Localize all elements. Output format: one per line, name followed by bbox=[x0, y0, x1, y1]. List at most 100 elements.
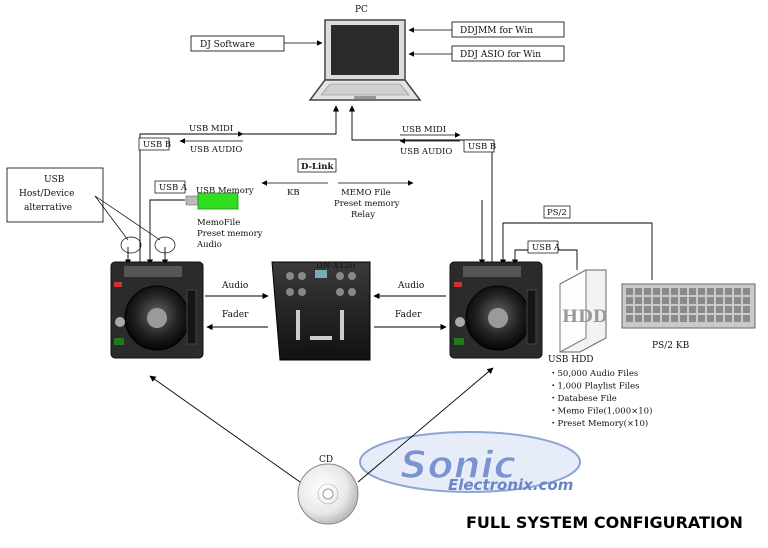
sonic-electronix-watermark: Sonic Electronix.com bbox=[359, 431, 581, 494]
hdd-info-item: ・1,000 Playlist Files bbox=[549, 382, 640, 392]
keyboard-icon bbox=[621, 283, 756, 329]
keyboard-key bbox=[644, 306, 651, 313]
usb-audio-right: USB AUDIO bbox=[400, 147, 452, 157]
usb-b-right: USB B bbox=[468, 142, 496, 152]
keyboard-key bbox=[626, 315, 633, 322]
usb-memory-line3: Audio bbox=[196, 240, 222, 250]
dj-software-box: DJ Software bbox=[190, 35, 285, 52]
keyboard-key bbox=[680, 297, 687, 304]
keyboard-key bbox=[662, 315, 669, 322]
keyboard-key bbox=[671, 306, 678, 313]
cd-player-right bbox=[449, 261, 543, 359]
keyboard-key bbox=[725, 315, 732, 322]
keyboard-key bbox=[716, 306, 723, 313]
dlink-memo2: Preset memory bbox=[334, 199, 400, 209]
keyboard-key bbox=[635, 297, 642, 304]
keyboard-key bbox=[635, 288, 642, 295]
keyboard-key bbox=[653, 288, 660, 295]
keyboard-key bbox=[698, 297, 705, 304]
keyboard-key bbox=[734, 288, 741, 295]
fader-right: Fader bbox=[395, 310, 422, 320]
keyboard-key bbox=[743, 288, 750, 295]
keyboard-key bbox=[635, 315, 642, 322]
keyboard-key bbox=[626, 306, 633, 313]
keyboard-key bbox=[734, 297, 741, 304]
ddjmm-box: DDJMM for Win bbox=[451, 21, 565, 38]
keyboard-key bbox=[653, 315, 660, 322]
keyboard-key bbox=[743, 315, 750, 322]
keyboard-key bbox=[689, 315, 696, 322]
keyboard-key bbox=[680, 288, 687, 295]
audio-left: Audio bbox=[221, 281, 248, 291]
keyboard-key bbox=[698, 288, 705, 295]
usb-memory-line2: Preset memory bbox=[197, 229, 263, 239]
pc-label: PC bbox=[355, 5, 368, 15]
keyboard-key bbox=[671, 288, 678, 295]
usb-b-left: USB B bbox=[143, 140, 171, 150]
hdd-icon: HDD bbox=[559, 269, 608, 353]
usb-a-left: USB A bbox=[159, 183, 188, 193]
ps2-label: PS/2 bbox=[547, 208, 567, 218]
usb-midi-left: USB MIDI bbox=[189, 124, 233, 134]
keyboard-key bbox=[707, 315, 714, 322]
keyboard-key bbox=[689, 306, 696, 313]
hdd-info-item: ・Databese File bbox=[549, 394, 617, 404]
mixer-brand: DENON bbox=[305, 348, 342, 358]
ps2-kb-label: PS/2 KB bbox=[652, 341, 690, 351]
ddjmm-label: DDJMM for Win bbox=[460, 26, 533, 36]
keyboard-key bbox=[725, 297, 732, 304]
fader-left: Fader bbox=[222, 310, 249, 320]
keyboard-key bbox=[707, 306, 714, 313]
keyboard-key bbox=[662, 306, 669, 313]
keyboard-key bbox=[689, 297, 696, 304]
keyboard-key bbox=[743, 297, 750, 304]
d-link-label: D-Link bbox=[301, 162, 334, 172]
keyboard-key bbox=[653, 306, 660, 313]
keyboard-key bbox=[716, 315, 723, 322]
keyboard-key bbox=[644, 315, 651, 322]
keyboard-key bbox=[725, 288, 732, 295]
keyboard-key bbox=[671, 315, 678, 322]
keyboard-key bbox=[743, 306, 750, 313]
keyboard-key bbox=[716, 288, 723, 295]
keyboard-key bbox=[707, 297, 714, 304]
keyboard-key bbox=[671, 297, 678, 304]
diagram-title: FULL SYSTEM CONFIGURATION bbox=[466, 513, 743, 532]
hdd-info-list: ・50,000 Audio Files ・1,000 Playlist Files… bbox=[549, 369, 652, 429]
usb-memory-label: USB Memory bbox=[196, 186, 254, 196]
keyboard-key bbox=[698, 315, 705, 322]
keyboard-key bbox=[734, 315, 741, 322]
watermark-line1: Sonic bbox=[400, 443, 517, 487]
keyboard-key bbox=[635, 306, 642, 313]
keyboard-key bbox=[725, 306, 732, 313]
cd-player-left bbox=[110, 261, 204, 359]
usb-memory-line1: MemoFile bbox=[197, 218, 240, 228]
keyboard-key bbox=[653, 297, 660, 304]
keyboard-key bbox=[707, 288, 714, 295]
keyboard-key bbox=[734, 306, 741, 313]
usb-audio-left: USB AUDIO bbox=[190, 145, 242, 155]
svg-text:USB: USB bbox=[44, 175, 65, 185]
usb-host-device-note: USB Host/Device alterrative bbox=[6, 167, 104, 223]
hdd-icon-text: HDD bbox=[562, 307, 608, 327]
keyboard-key bbox=[662, 288, 669, 295]
svg-text:Host/Device: Host/Device bbox=[19, 189, 74, 199]
hdd-info-item: ・Memo File(1,000×10) bbox=[549, 406, 652, 417]
cd-disc-icon bbox=[297, 463, 359, 525]
keyboard-key bbox=[644, 297, 651, 304]
hdd-info-item: ・Preset Memory(×10) bbox=[549, 418, 648, 429]
usb-a-right: USB A bbox=[532, 243, 561, 253]
hdd-info-item: ・50,000 Audio Files bbox=[549, 369, 638, 379]
mixer-model: DN-X120 bbox=[316, 261, 355, 271]
dlink-memo1: MEMO File bbox=[341, 188, 391, 198]
usb-midi-right: USB MIDI bbox=[402, 125, 446, 135]
dlink-memo3: Relay bbox=[351, 210, 375, 220]
watermark-line2: Electronix.com bbox=[448, 476, 573, 494]
svg-text:alterrative: alterrative bbox=[24, 203, 72, 213]
keyboard-key bbox=[644, 288, 651, 295]
keyboard-key bbox=[626, 288, 633, 295]
keyboard-key bbox=[716, 297, 723, 304]
keyboard-key bbox=[662, 297, 669, 304]
usb-memory-icon bbox=[185, 192, 239, 210]
keyboard-key bbox=[626, 297, 633, 304]
